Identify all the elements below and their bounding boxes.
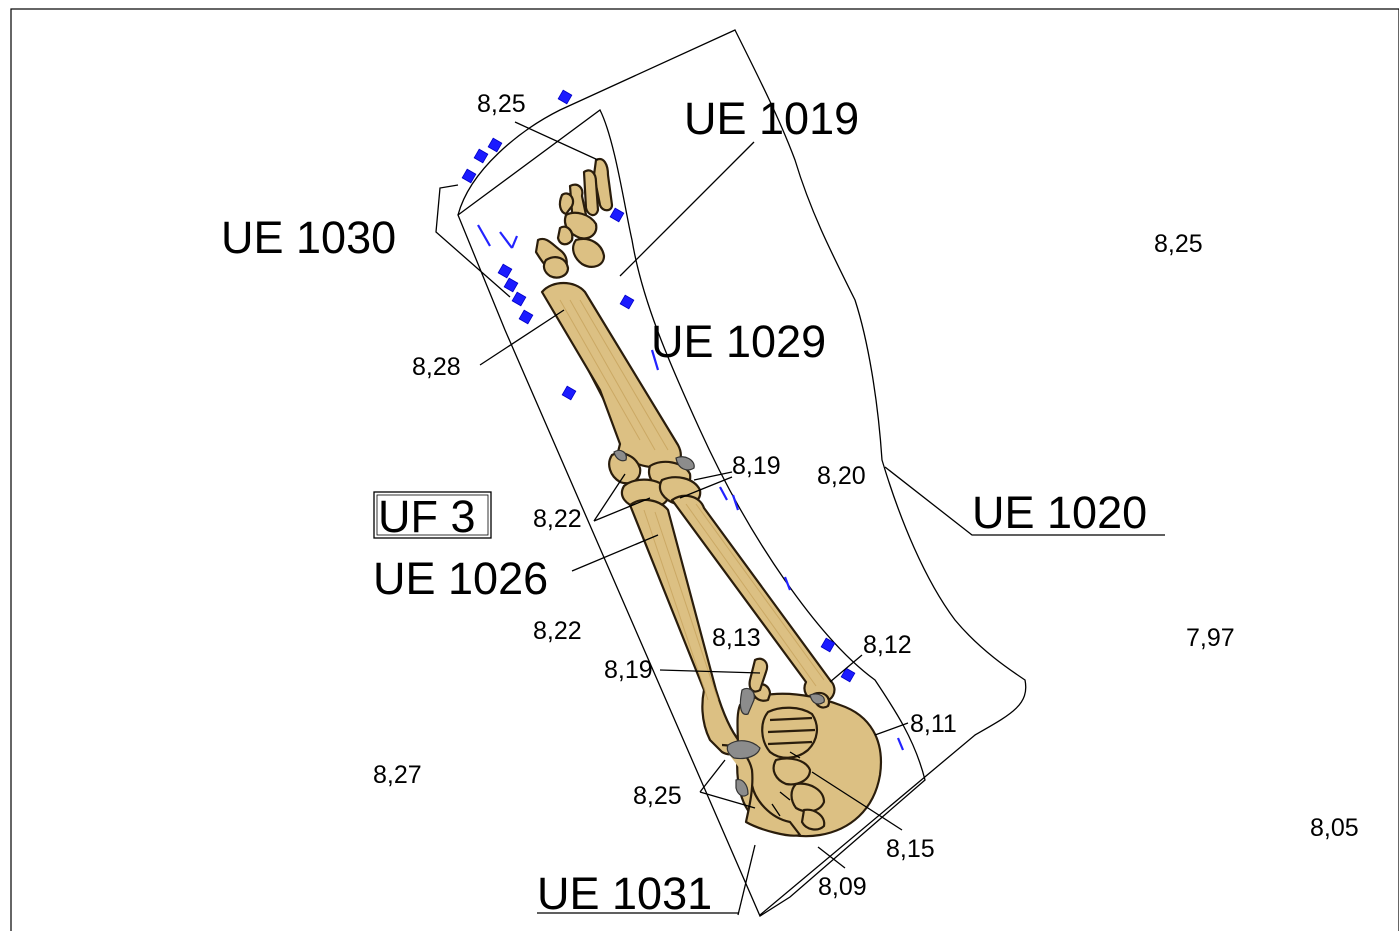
leader-lines bbox=[435, 121, 1165, 916]
skeleton bbox=[534, 157, 883, 838]
elevation-label: 8,11 bbox=[910, 710, 957, 738]
elevation-label: 8,15 bbox=[886, 835, 935, 863]
grave-cut-outline bbox=[457, 29, 1027, 916]
label-ue1029: UE 1029 bbox=[651, 316, 826, 367]
elevation-label: 7,97 bbox=[1186, 624, 1235, 652]
elevation-label: 8,20 bbox=[817, 462, 866, 490]
elevation-label: 8,13 bbox=[712, 624, 761, 652]
elevation-label: 8,25 bbox=[1154, 230, 1203, 258]
elevation-label: 8,09 bbox=[818, 873, 867, 901]
foot-bones bbox=[556, 157, 614, 268]
elevation-label: 8,22 bbox=[533, 505, 582, 533]
elevation-label: 8,22 bbox=[533, 617, 582, 645]
elevation-label: 8,27 bbox=[373, 761, 422, 789]
femur-right bbox=[670, 494, 836, 704]
elevation-label: 8,05 bbox=[1310, 814, 1359, 842]
elevation-label: 8,25 bbox=[633, 782, 682, 810]
elevation-label: 8,25 bbox=[477, 90, 526, 118]
elevation-label: 8,12 bbox=[863, 631, 912, 659]
boundary-markers bbox=[461, 89, 905, 806]
label-uf3: UF 3 bbox=[378, 491, 476, 542]
label-ue1020: UE 1020 bbox=[972, 487, 1147, 538]
drawing-frame bbox=[10, 8, 1399, 936]
uf3-box bbox=[373, 491, 492, 539]
label-ue1031: UE 1031 bbox=[537, 868, 712, 919]
elevation-label: 8,28 bbox=[412, 353, 461, 381]
label-ue1030: UE 1030 bbox=[221, 212, 396, 263]
elevation-label: 8,19 bbox=[732, 452, 781, 480]
label-ue1019: UE 1019 bbox=[684, 93, 859, 144]
grave-fill-outline bbox=[457, 109, 926, 917]
label-ue1026: UE 1026 bbox=[373, 553, 548, 604]
elevation-label: 8,19 bbox=[604, 656, 653, 684]
